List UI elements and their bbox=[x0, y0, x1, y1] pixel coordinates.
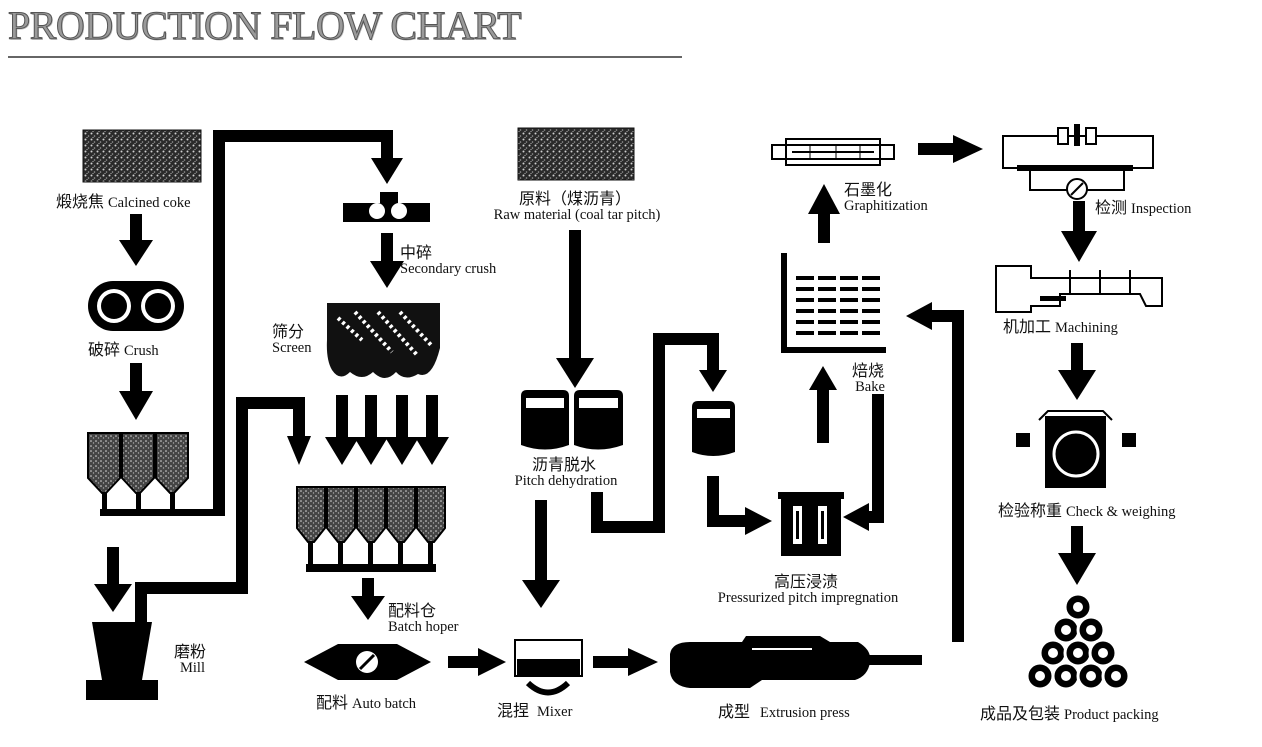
arrow-to-mill bbox=[94, 547, 132, 612]
arrowhead-to-bake-furnace bbox=[906, 302, 932, 330]
auto-batch-scale-icon bbox=[304, 644, 431, 680]
five-down-arrows bbox=[287, 395, 449, 465]
arrow-graphitization-to-inspection bbox=[918, 135, 983, 163]
arrow-mixer-to-extrusion bbox=[593, 648, 658, 676]
screen-sieve-icon bbox=[326, 303, 440, 378]
arrow-bake-up bbox=[809, 366, 837, 443]
flow-line-bake-to-autoclave bbox=[868, 394, 884, 523]
title-divider bbox=[8, 56, 682, 58]
dehydration-tanks-icon bbox=[521, 390, 623, 450]
flow-line-dehydration-to-impregnation bbox=[591, 333, 719, 533]
graphitization-furnace-icon bbox=[771, 138, 895, 166]
weighing-scale-icon bbox=[1016, 410, 1136, 488]
impregnation-tank-icon bbox=[692, 401, 735, 456]
flow-line-tank-to-autoclave bbox=[707, 476, 748, 527]
page-title: PRODUCTION FLOW CHART bbox=[7, 3, 522, 49]
arrow-raw-to-dehydration bbox=[556, 230, 594, 388]
arrowhead-secondary-crush bbox=[371, 158, 403, 184]
mill-icon bbox=[86, 622, 158, 700]
flow-line-mill-return bbox=[135, 397, 305, 622]
arrow-secondary-crush-to-screen bbox=[370, 233, 404, 288]
arrow-crush-to-hopper bbox=[119, 363, 153, 420]
arrow-machining-to-check bbox=[1058, 343, 1096, 400]
raw-material-block bbox=[517, 127, 635, 181]
label-raw-material: 原料（煤沥青）Raw material (coal tar pitch) bbox=[493, 189, 661, 223]
flow-line-extrusion-to-bake bbox=[930, 310, 964, 642]
arrow-coke-to-crush bbox=[119, 214, 153, 266]
autoclave-icon bbox=[778, 492, 844, 556]
batch-hoppers-icon bbox=[296, 486, 446, 572]
machining-lathe-icon bbox=[995, 265, 1163, 313]
crusher-rollers-icon bbox=[88, 281, 184, 331]
extrusion-press-icon bbox=[670, 636, 922, 688]
flow-line-to-secondary-crush bbox=[213, 130, 393, 516]
arrow-inspection-to-machining bbox=[1061, 201, 1097, 262]
arrow-check-to-packing bbox=[1058, 526, 1096, 585]
arrow-graphitization-up bbox=[808, 184, 840, 243]
inspection-circuit-icon bbox=[1002, 124, 1154, 200]
mixer-icon bbox=[514, 639, 583, 696]
product-packing-rod-ends bbox=[1035, 602, 1121, 681]
bake-furnace-icon bbox=[781, 253, 886, 353]
arrowhead-autoclave-left bbox=[745, 507, 772, 535]
calcined-coke-material bbox=[82, 129, 202, 183]
three-hoppers-icon bbox=[87, 432, 224, 516]
arrow-to-auto-batch bbox=[351, 578, 385, 620]
arrow-batch-to-mixer bbox=[448, 648, 506, 676]
secondary-crusher-icon bbox=[343, 192, 430, 222]
arrowhead-autoclave-right bbox=[843, 503, 869, 531]
arrow-dehydration-to-mixer bbox=[522, 500, 560, 608]
arrowhead-small-tank bbox=[699, 370, 727, 392]
